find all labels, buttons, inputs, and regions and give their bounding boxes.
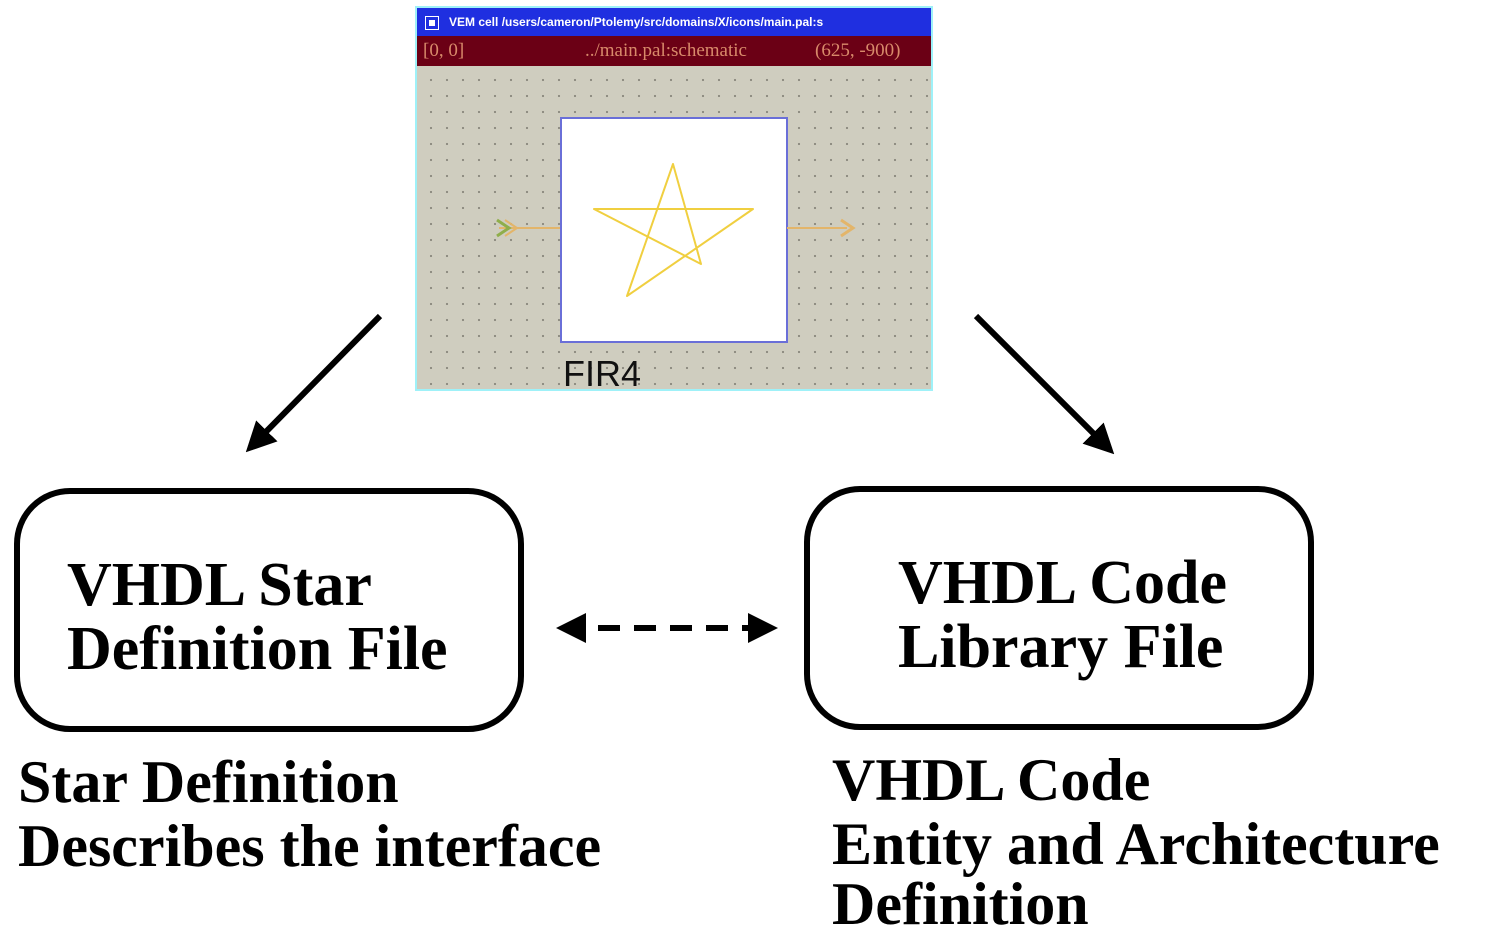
status-cell-name: ../main.pal:schematic bbox=[585, 40, 747, 61]
arrow-to-star-definition bbox=[245, 313, 383, 453]
schematic-canvas[interactable]: FIR4 bbox=[417, 66, 931, 391]
input-terminal-icon[interactable] bbox=[496, 218, 561, 238]
star-icon bbox=[593, 163, 754, 297]
code-library-file-box: VHDL Code Library File bbox=[804, 486, 1314, 730]
status-origin: [0, 0] bbox=[423, 40, 465, 61]
right-box-line-1: VHDL Code bbox=[898, 549, 1227, 617]
right-caption-line-3: Definition bbox=[832, 871, 1089, 937]
output-terminal-icon[interactable] bbox=[787, 218, 856, 238]
star-name-label: FIR4 bbox=[563, 353, 642, 391]
star-icon-box[interactable] bbox=[560, 117, 788, 343]
left-caption-line-1: Star Definition bbox=[18, 749, 399, 815]
right-box-line-2: Library File bbox=[898, 613, 1224, 681]
status-coordinates: (625, -900) bbox=[815, 40, 901, 61]
vem-window: VEM cell /users/cameron/Ptolemy/src/doma… bbox=[415, 6, 933, 391]
right-caption-line-1: VHDL Code bbox=[832, 747, 1151, 813]
window-menu-icon[interactable] bbox=[425, 15, 439, 30]
vem-titlebar: VEM cell /users/cameron/Ptolemy/src/doma… bbox=[417, 8, 931, 36]
star-definition-file-box: VHDL Star Definition File bbox=[14, 488, 524, 732]
left-box-line-1: VHDL Star bbox=[67, 551, 372, 619]
vem-title-text: VEM cell /users/cameron/Ptolemy/src/doma… bbox=[449, 15, 824, 29]
left-caption-line-2: Describes the interface bbox=[18, 813, 602, 879]
vem-statusbar: [0, 0] ../main.pal:schematic (625, -900) bbox=[417, 36, 931, 66]
arrow-to-code-library bbox=[973, 313, 1115, 455]
left-box-line-2: Definition File bbox=[67, 615, 448, 683]
right-caption-line-2: Entity and Architecture bbox=[832, 811, 1440, 877]
schematic-drawing bbox=[496, 117, 856, 343]
